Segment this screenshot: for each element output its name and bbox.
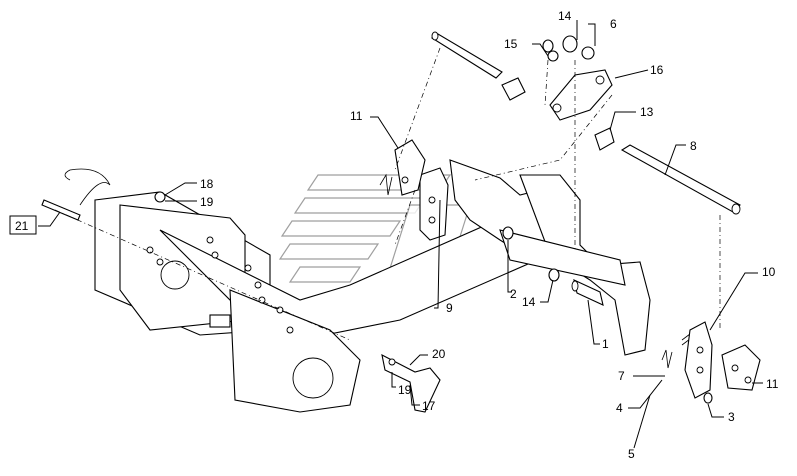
plate-part-11-right <box>721 344 761 391</box>
bolt-part-1 <box>571 279 604 306</box>
callout-2: 2 <box>510 287 517 301</box>
callout-13: 13 <box>640 105 654 119</box>
pin-part-8 <box>620 144 741 215</box>
callout-8: 8 <box>690 139 697 153</box>
callout-21-box <box>9 215 37 235</box>
callout-4: 4 <box>616 401 623 415</box>
callout-labels: 14 6 15 16 11 13 8 18 19 21 9 2 14 1 10 … <box>9 9 779 461</box>
callout-14-mid: 14 <box>522 295 536 309</box>
callout-15: 15 <box>504 37 518 51</box>
pin-part-top <box>430 31 526 101</box>
construction-lines <box>54 47 721 341</box>
callout-5: 5 <box>628 447 635 461</box>
callout-21: 21 <box>15 219 29 233</box>
bushings-top <box>542 35 595 62</box>
link-part-16 <box>549 69 613 121</box>
callout-19-upper: 19 <box>200 195 214 209</box>
callout-11-left: 11 <box>350 109 363 123</box>
bracket-part-9 <box>394 139 449 241</box>
callout-1: 1 <box>602 337 609 351</box>
handle-part-20 <box>381 353 441 413</box>
callout-7: 7 <box>618 369 625 383</box>
callout-6: 6 <box>610 17 617 31</box>
washers <box>154 191 713 404</box>
callout-14-top: 14 <box>558 9 572 23</box>
main-frame <box>94 159 651 413</box>
callout-10: 10 <box>762 265 776 279</box>
callout-9: 9 <box>446 301 453 315</box>
callout-11-right: 11 <box>766 377 779 391</box>
callout-20: 20 <box>432 347 446 361</box>
callout-16: 16 <box>650 63 664 77</box>
callout-17: 17 <box>422 399 436 413</box>
leader-lines <box>38 20 763 449</box>
bracket-part-10 <box>684 321 713 399</box>
callout-3: 3 <box>728 410 735 424</box>
clamp-part-13 <box>594 127 615 151</box>
callout-19-lower: 19 <box>398 383 412 397</box>
callout-18: 18 <box>200 177 214 191</box>
